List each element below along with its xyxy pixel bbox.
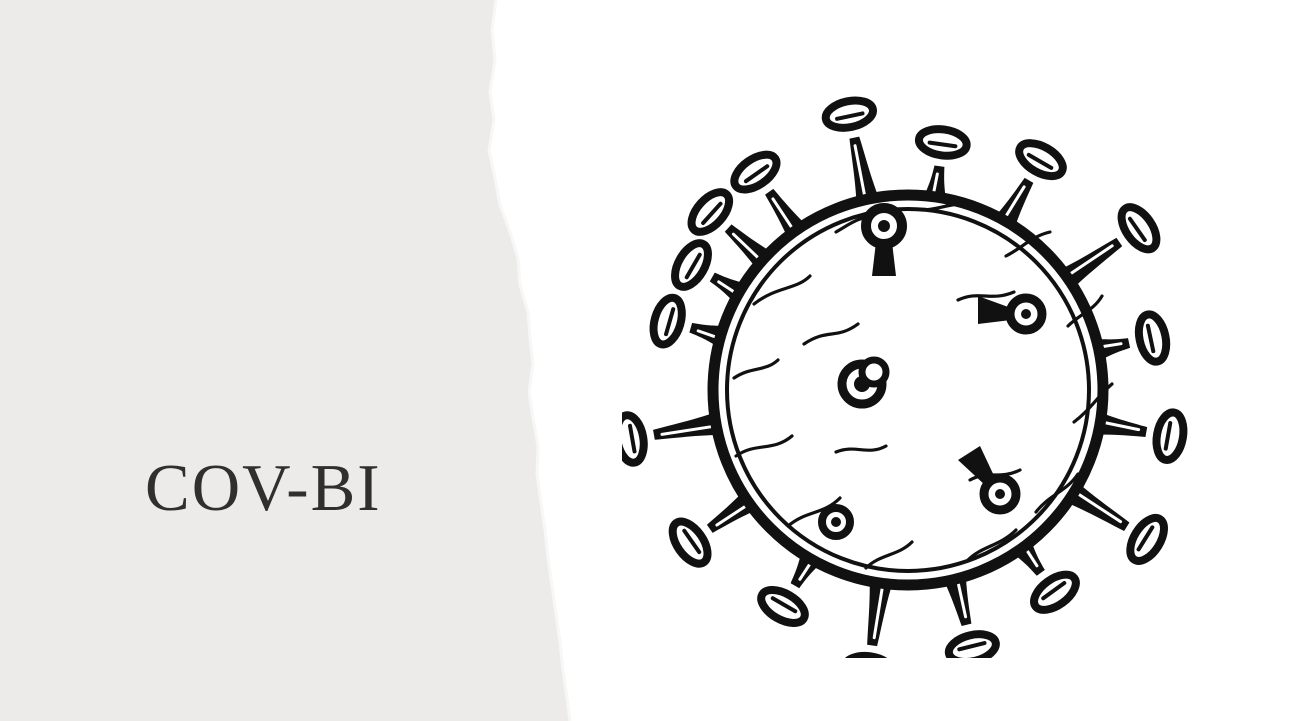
torn-paper-shape <box>0 0 570 721</box>
virus-body-inner-outline <box>725 207 1091 573</box>
receptor-lower-right <box>958 446 1021 515</box>
virus-icon <box>622 96 1188 658</box>
virus-body <box>707 189 1109 591</box>
virus-surface-detail <box>732 202 1114 570</box>
torn-paper-edge <box>487 0 572 721</box>
slide-title: COV-BI <box>145 451 382 525</box>
receptor-top <box>861 203 907 276</box>
virus-illustration <box>622 60 1200 658</box>
virus-spike <box>1047 203 1161 299</box>
receptor-lower-left <box>818 504 854 540</box>
receptor-right <box>978 293 1047 335</box>
receptor-center <box>837 356 890 409</box>
